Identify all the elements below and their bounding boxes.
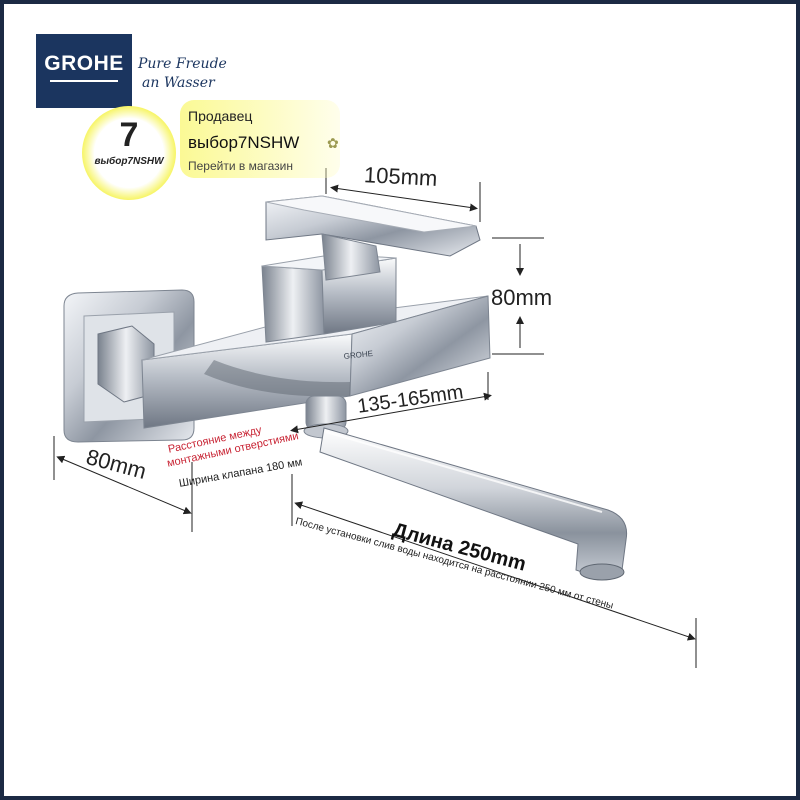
mixer-body — [141, 295, 491, 429]
brand-logo-text: GROHE — [44, 52, 124, 75]
brand-logo: GROHE — [36, 34, 132, 108]
seller-badge-caption: выбор7NSHW — [94, 156, 164, 167]
seller-badge[interactable] — [82, 106, 176, 200]
brand-slogan-line1: Pure Freude — [138, 56, 227, 72]
lever-handle — [265, 195, 481, 281]
brand-engraving: GROHE — [343, 349, 373, 361]
seller-name-link[interactable]: выбор7NSHW — [188, 133, 300, 152]
handle-length-label: 105mm — [363, 162, 438, 191]
logo-underline — [50, 80, 118, 82]
go-to-store-link[interactable]: Перейти в магазин — [188, 159, 293, 173]
seller-info-panel — [180, 100, 340, 178]
seller-settings-icon[interactable]: ✿ — [327, 135, 339, 151]
dimension-lines — [53, 168, 697, 668]
body-height-label: 80mm — [491, 285, 553, 310]
seller-badge-number: 7 — [119, 116, 139, 154]
seller-title: Продавец — [188, 108, 253, 124]
brand-slogan-line2: an Wasser — [142, 75, 215, 91]
faucet-illustration: GROHE — [53, 168, 697, 668]
